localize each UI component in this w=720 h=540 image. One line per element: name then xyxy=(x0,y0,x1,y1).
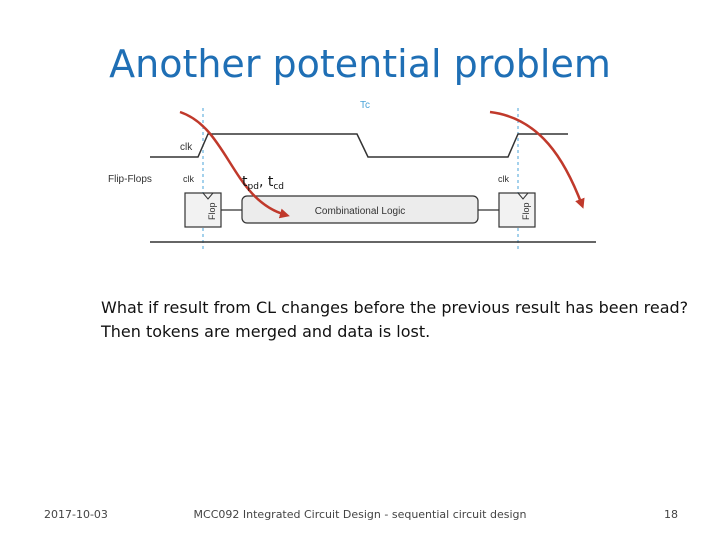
flop-left-clock-triangle xyxy=(202,192,214,200)
tc-label: Tc xyxy=(360,100,370,111)
flipflops-label: Flip-Flops xyxy=(108,174,152,185)
tpd-arrow xyxy=(179,110,290,219)
tcd-arrow xyxy=(489,110,585,209)
clk-left-label: clk xyxy=(183,174,194,184)
separator: , xyxy=(259,174,268,190)
tpd-tcd-label: tpd, tcd xyxy=(242,174,284,192)
flop-right-clock-triangle xyxy=(517,192,529,200)
flop-left-label: Flop xyxy=(207,202,217,220)
clock-waveform xyxy=(150,133,568,158)
comb-logic-label: Combinational Logic xyxy=(315,206,406,217)
slide-title: Another potential problem xyxy=(109,42,611,86)
clk-signal-label: clk xyxy=(180,142,193,153)
clk-right-label: clk xyxy=(498,174,509,184)
tpd-sub: pd xyxy=(248,182,259,192)
flop-right-label: Flop xyxy=(521,202,531,220)
footer-page-number: 18 xyxy=(664,508,678,521)
body-line-2: Then tokens are merged and data is lost. xyxy=(101,322,431,341)
tpd-main: t xyxy=(242,174,248,190)
body-text: What if result from CL changes before th… xyxy=(101,296,701,344)
body-line-1: What if result from CL changes before th… xyxy=(101,298,689,317)
flop-left xyxy=(184,192,222,228)
footer-date: 2017-10-03 xyxy=(44,508,108,521)
footer-course-title: MCC092 Integrated Circuit Design - seque… xyxy=(193,508,527,521)
tcd-main: t xyxy=(268,174,274,190)
tcd-sub: cd xyxy=(273,182,284,192)
